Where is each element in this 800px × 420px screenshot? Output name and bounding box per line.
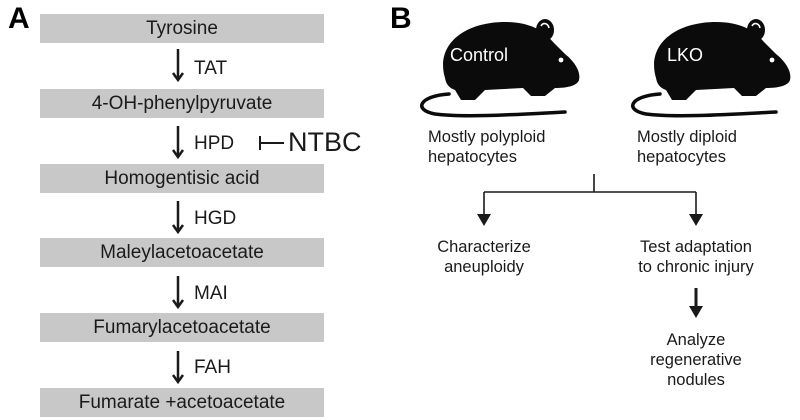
inhibitor-label: NTBC [288, 127, 362, 157]
metabolite-box-homogentisic-acid: Homogentisic acid [40, 164, 324, 193]
lko-caption-line2: hepatocytes [637, 148, 726, 166]
control-mouse-icon [420, 19, 580, 118]
control-caption-line1: Mostly polyploid [428, 128, 546, 146]
right-outcome-line1: Test adaptation [640, 238, 752, 256]
left-outcome-line2: aneuploidy [444, 258, 524, 276]
enzyme-label-hpd: HPD [194, 133, 235, 154]
metabolite-box-fumarate-acetoacetate: Fumarate +acetoacetate [40, 388, 324, 417]
control-caption-line2: hepatocytes [428, 148, 517, 166]
arrow-down-icon [171, 201, 185, 234]
ntbc-inhibition: NTBC [258, 126, 368, 162]
right-outcome: Test adaptation to chronic injury [617, 237, 775, 277]
enzyme-label-fah: FAH [194, 357, 231, 378]
metabolite-box-maleylacetoacetate: Maleylacetoacetate [40, 238, 324, 267]
panel-b-label: B [390, 2, 412, 35]
arrowhead-final-icon [689, 306, 703, 318]
final-outcome: Analyze regenerative nodules [627, 330, 765, 390]
lko-mouse-label: LKO [666, 45, 704, 65]
enzyme-label-mai: MAI [194, 283, 228, 304]
right-outcome-line2: to chronic injury [638, 258, 754, 276]
arrow-down-icon [171, 126, 185, 159]
lko-caption-line1: Mostly diploid [637, 128, 737, 146]
metabolite-box-4-oh-phenylpyruvate: 4-OH-phenylpyruvate [40, 89, 324, 118]
arrowhead-left-icon [477, 214, 491, 226]
enzyme-label-tat: TAT [194, 58, 228, 79]
control-caption: Mostly polyploid hepatocytes [428, 127, 545, 167]
final-outcome-line2: regenerative [650, 351, 742, 369]
inhibition-icon [259, 136, 284, 150]
arrow-down-icon [171, 276, 185, 309]
panel-a-label: A [8, 2, 30, 35]
arrow-down-icon [171, 49, 185, 82]
left-outcome-line1: Characterize [437, 238, 531, 256]
lko-caption: Mostly diploid hepatocytes [637, 127, 737, 167]
left-outcome: Characterize aneuploidy [410, 237, 558, 277]
control-mouse-label: Control [449, 45, 509, 65]
arrow-down-icon [171, 351, 185, 384]
flow-diagram-connectors [477, 174, 703, 318]
metabolite-box-fumarylacetoacetate: Fumarylacetoacetate [40, 313, 324, 342]
arrowhead-right-icon [689, 214, 703, 226]
lko-mouse-icon [631, 19, 791, 118]
metabolite-box-tyrosine: Tyrosine [40, 14, 324, 43]
final-outcome-line1: Analyze [666, 331, 726, 349]
enzyme-label-hgd: HGD [194, 208, 237, 229]
final-outcome-line3: nodules [667, 371, 725, 389]
